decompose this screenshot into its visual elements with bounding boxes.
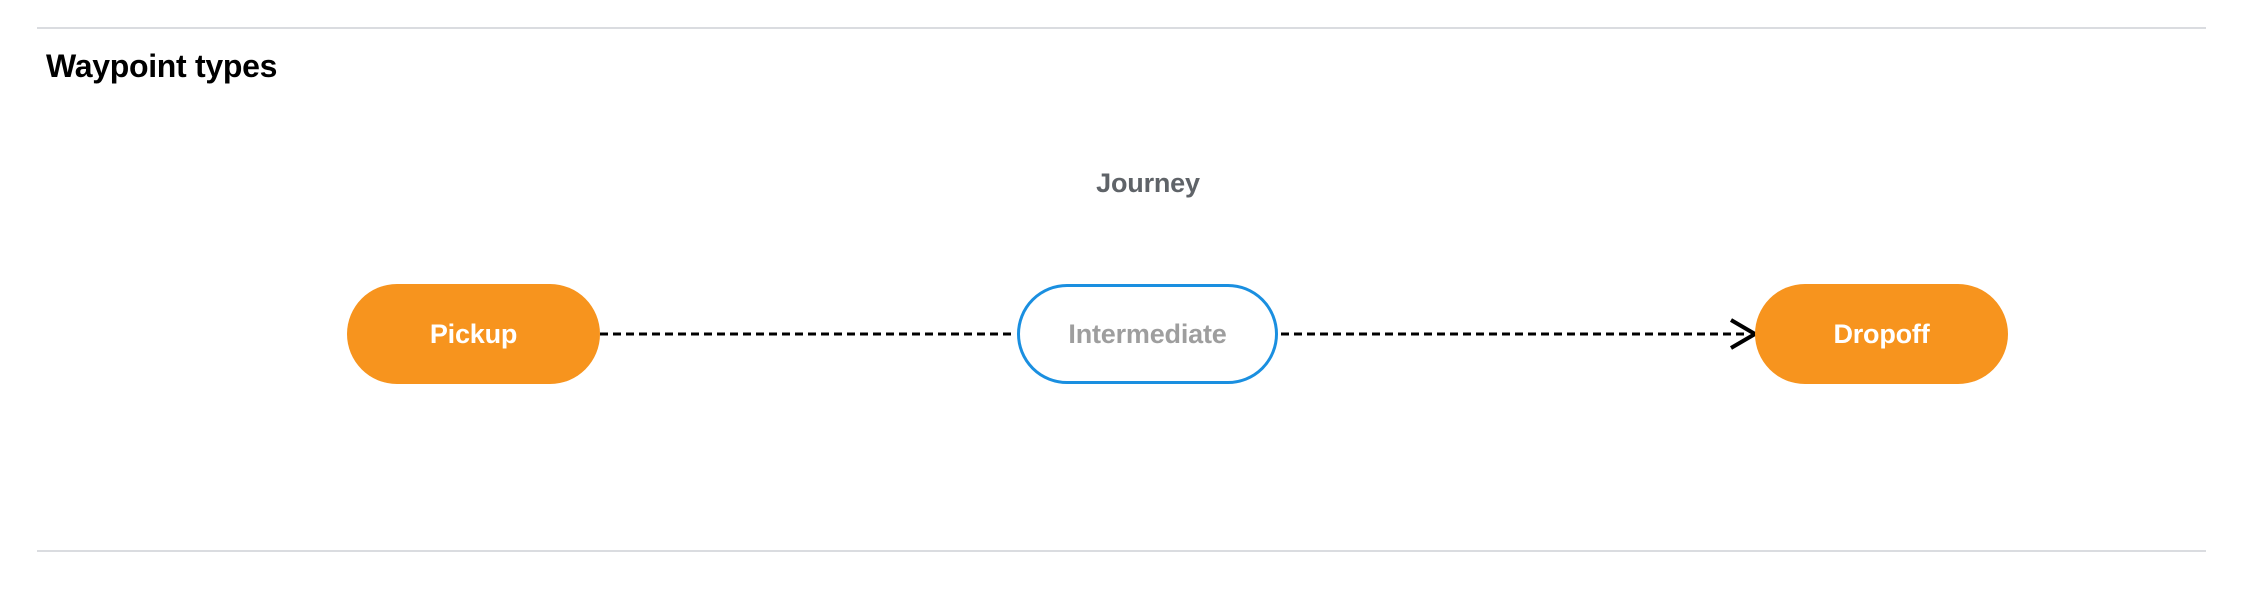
node-dropoff-label: Dropoff <box>1833 318 1930 349</box>
section-divider-bottom <box>37 550 2206 552</box>
node-intermediate-label: Intermediate <box>1068 318 1227 349</box>
node-pickup-label: Pickup <box>429 318 518 349</box>
waypoint-flow-diagram: Journey Pickup Intermediate Dropoff <box>0 100 2245 430</box>
node-intermediate[interactable]: Intermediate <box>1017 284 1278 384</box>
node-dropoff[interactable]: Dropoff <box>1755 284 2008 384</box>
page-title: Waypoint types <box>46 48 278 84</box>
node-pickup[interactable]: Pickup <box>347 284 600 384</box>
journey-group-label: Journey <box>1096 168 1200 198</box>
section-divider-top <box>37 27 2206 29</box>
